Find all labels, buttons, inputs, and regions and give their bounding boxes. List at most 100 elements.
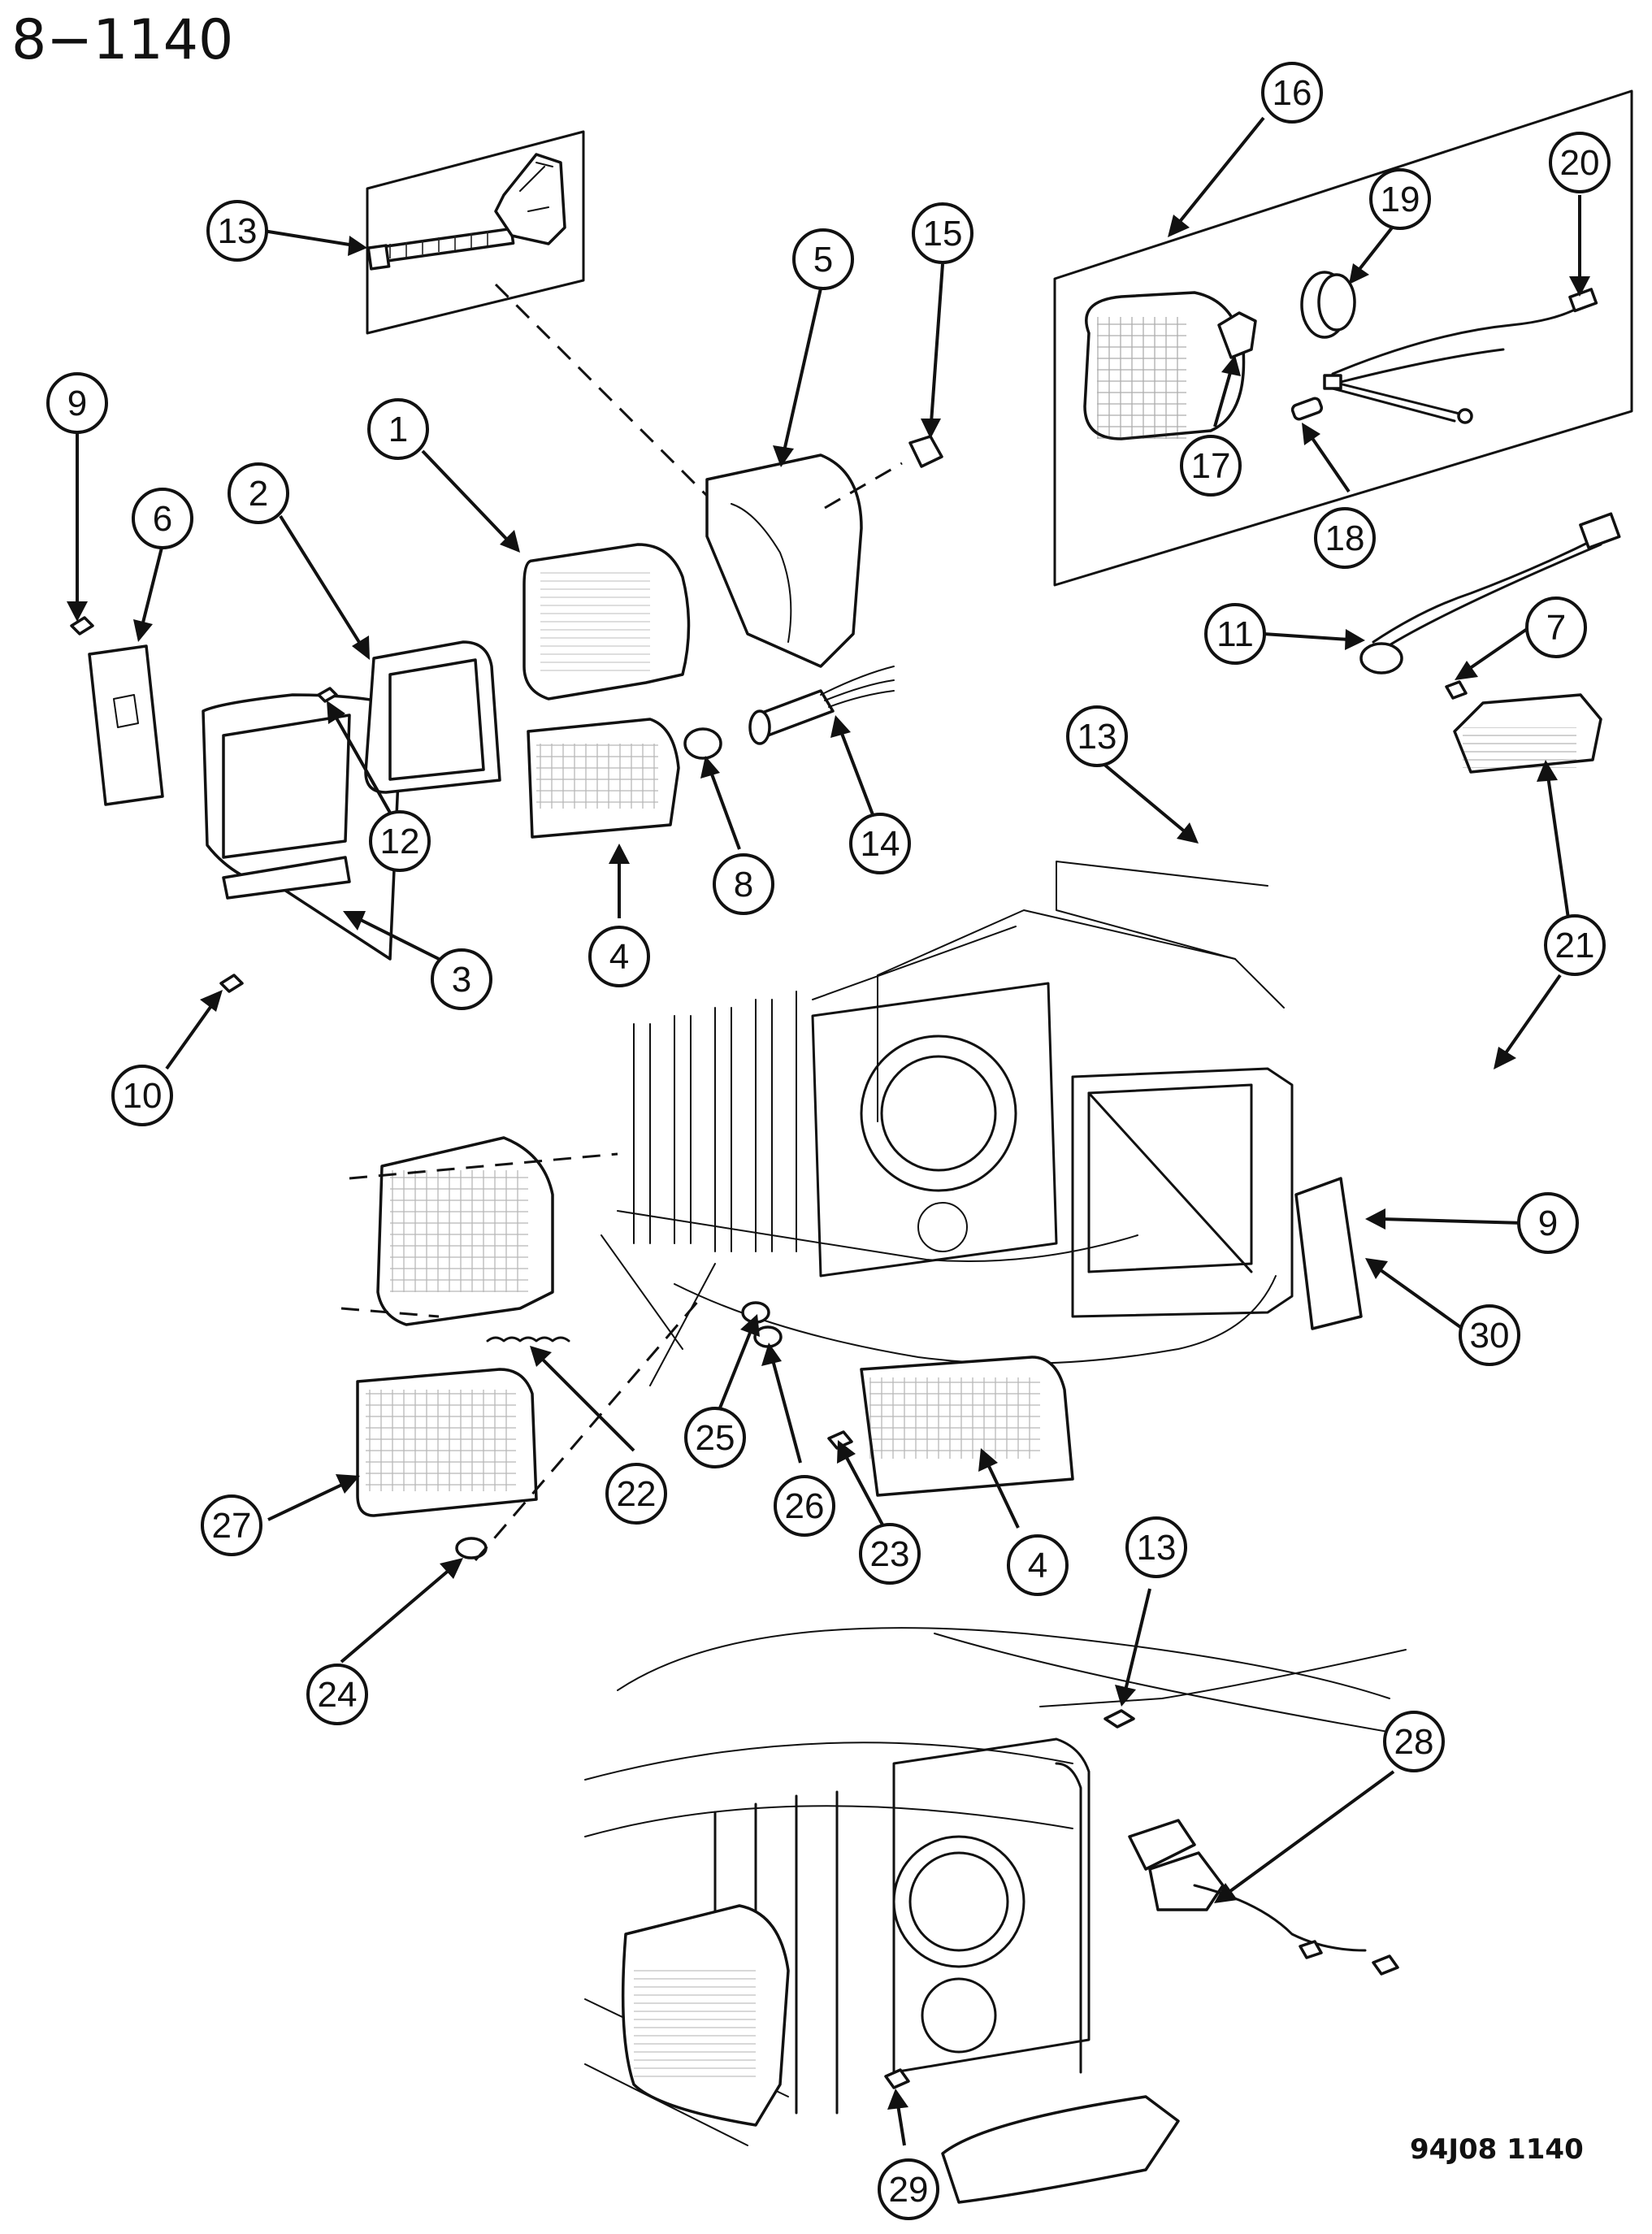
callout-number: 15 xyxy=(923,214,963,254)
callout-circle xyxy=(1261,62,1323,124)
callout-number: 29 xyxy=(889,2170,929,2210)
fog-lamp-kit-box xyxy=(1053,89,1633,587)
callout-number: 16 xyxy=(1273,73,1312,113)
callout-number: 22 xyxy=(617,1474,657,1514)
callout-circle xyxy=(588,926,650,987)
adjuster-inset-box xyxy=(366,130,585,335)
callout-circle xyxy=(878,2158,939,2220)
callout-circle xyxy=(228,462,289,524)
callout-circle xyxy=(792,228,854,290)
callout-circle xyxy=(713,853,774,915)
callout-number: 13 xyxy=(1137,1528,1177,1568)
callout-number: 12 xyxy=(380,822,420,861)
callout-circle xyxy=(201,1494,262,1556)
vehicle-front-view-1 xyxy=(601,861,1363,1497)
callout-number: 11 xyxy=(1216,614,1254,654)
callout-9: 9 xyxy=(46,372,108,434)
callout-number: 7 xyxy=(1546,608,1566,648)
callout-circle xyxy=(1383,1711,1445,1772)
callout-number: 19 xyxy=(1381,180,1420,219)
callout-5: 5 xyxy=(792,228,854,290)
callout-circle xyxy=(684,1407,746,1468)
callout-number: 23 xyxy=(870,1534,910,1574)
callout-20: 20 xyxy=(1549,132,1611,193)
callout-circle xyxy=(1314,507,1376,569)
callout-22: 22 xyxy=(605,1463,667,1525)
callout-24: 24 xyxy=(306,1664,368,1725)
callout-17: 17 xyxy=(1180,435,1242,497)
callout-circle xyxy=(367,398,429,460)
callout-circle xyxy=(46,372,108,434)
callout-15: 15 xyxy=(912,202,973,264)
callout-number: 20 xyxy=(1560,143,1600,183)
callout-circle xyxy=(1517,1192,1579,1254)
callout-number: 26 xyxy=(785,1486,825,1526)
callout-leaders xyxy=(67,116,1590,2146)
callout-number: 5 xyxy=(813,240,833,280)
callout-26: 26 xyxy=(774,1475,835,1537)
callout-number: 17 xyxy=(1191,446,1231,486)
callout-circle xyxy=(132,488,193,549)
callout-8: 8 xyxy=(713,853,774,915)
callout-number: 18 xyxy=(1325,518,1365,558)
callout-16: 16 xyxy=(1261,62,1323,124)
callout-29: 29 xyxy=(878,2158,939,2220)
callout-circle xyxy=(1544,914,1606,976)
callout-18: 18 xyxy=(1314,507,1376,569)
callout-circle xyxy=(774,1475,835,1537)
callout-4: 4 xyxy=(588,926,650,987)
callout-13: 13 xyxy=(1066,705,1128,767)
callout-4: 4 xyxy=(1007,1534,1069,1596)
callout-10: 10 xyxy=(111,1065,173,1126)
leader-dashed-13 xyxy=(494,283,709,497)
callout-circle xyxy=(1459,1304,1520,1366)
callout-number: 24 xyxy=(318,1675,358,1715)
callout-circle xyxy=(859,1523,921,1585)
callout-1: 1 xyxy=(367,398,429,460)
callout-13: 13 xyxy=(1125,1516,1187,1578)
callout-7: 7 xyxy=(1525,596,1587,658)
callout-number: 13 xyxy=(1077,717,1117,757)
callout-circle xyxy=(431,948,492,1010)
callout-number: 4 xyxy=(1028,1546,1047,1585)
callout-6: 6 xyxy=(132,488,193,549)
callout-13: 13 xyxy=(206,200,268,262)
callout-circle xyxy=(1125,1516,1187,1578)
callout-circle xyxy=(306,1664,368,1725)
callout-number: 4 xyxy=(609,937,629,977)
callout-circle xyxy=(206,200,268,262)
callout-circle xyxy=(1525,596,1587,658)
callout-30: 30 xyxy=(1459,1304,1520,1366)
callout-27: 27 xyxy=(201,1494,262,1556)
callout-circle xyxy=(1066,705,1128,767)
callout-28: 28 xyxy=(1383,1711,1445,1772)
callout-circle xyxy=(605,1463,667,1525)
callout-number: 9 xyxy=(1538,1204,1558,1243)
callout-23: 23 xyxy=(859,1523,921,1585)
callout-3: 3 xyxy=(431,948,492,1010)
callout-9: 9 xyxy=(1517,1192,1579,1254)
vehicle-front-view-2 xyxy=(584,1627,1431,2204)
callout-number: 6 xyxy=(153,499,172,539)
callout-circle xyxy=(111,1065,173,1126)
callout-number: 8 xyxy=(734,865,753,904)
callout-number: 25 xyxy=(696,1418,735,1458)
callout-circle xyxy=(912,202,973,264)
page-title: 8−1140 xyxy=(11,8,233,72)
callout-12: 12 xyxy=(369,810,431,872)
callout-2: 2 xyxy=(228,462,289,524)
callout-circle xyxy=(849,813,911,874)
callout-number: 21 xyxy=(1555,926,1595,965)
callout-number: 9 xyxy=(67,384,87,423)
callout-number: 27 xyxy=(212,1506,252,1546)
callout-25: 25 xyxy=(684,1407,746,1468)
callout-19: 19 xyxy=(1369,168,1431,230)
callout-number: 30 xyxy=(1470,1316,1510,1356)
callout-14: 14 xyxy=(849,813,911,874)
callout-number: 10 xyxy=(123,1076,163,1116)
callout-number: 2 xyxy=(249,474,268,514)
callout-number: 3 xyxy=(452,960,471,1000)
callout-circle xyxy=(1180,435,1242,497)
